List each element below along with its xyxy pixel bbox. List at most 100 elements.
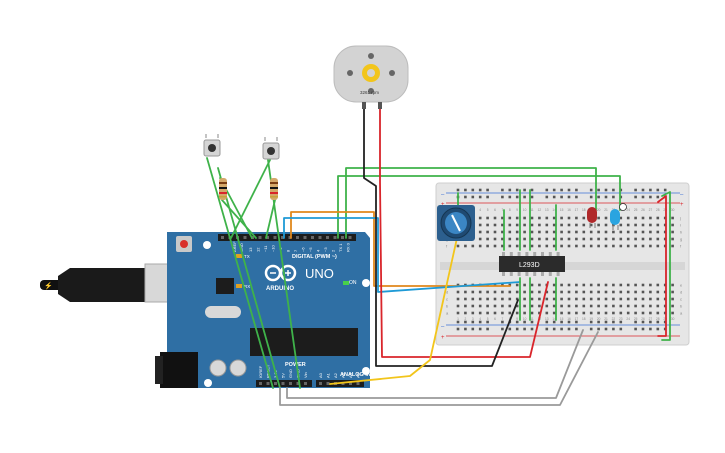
arduino-logo-icon [264,264,297,282]
column-number: 5 [487,317,489,321]
pin-label: ~11 [263,245,268,252]
pin-label: ~5 [308,247,313,252]
wire-green-button1-gnd [206,157,274,389]
column-number: 20 [597,317,601,321]
wire-gray-2 [279,331,599,406]
potentiometer [437,205,475,241]
column-number: 2 [465,317,467,321]
column-number: 26 [641,208,645,212]
pin-label: 4 [316,249,321,252]
led-blue [610,203,627,230]
column-number: 30 [671,317,675,321]
column-number: 3 [472,317,474,321]
wire-gray-1 [286,329,584,399]
pin-label: A1 [326,372,331,378]
pin-label: 13 [248,247,253,252]
row-letter: d [680,290,682,295]
column-number: 28 [656,317,660,321]
column-number: 10 [523,317,527,321]
column-number: 27 [649,208,653,212]
column-number: 17 [575,208,579,212]
column-number: 28 [656,208,660,212]
motor-rpm-readout: 3261 rpm [360,90,379,95]
tx-led-label: TX [244,254,250,259]
row-letter: g [680,237,682,242]
rail-minus-sign: – [441,192,445,198]
row-letter: f [446,244,448,249]
pin-label: A2 [333,372,338,378]
ic-label: L293D [519,262,540,269]
pin-label: RX 0 [346,242,351,252]
column-number: 17 [575,317,579,321]
column-number: 27 [649,317,653,321]
row-letter: d [446,290,448,295]
column-number: 20 [597,208,601,212]
usb-chip [216,278,234,294]
column-number: 24 [626,208,630,212]
column-number: 10 [523,208,527,212]
svg-text:–: – [441,324,445,330]
row-letter: b [446,304,449,309]
column-number: 6 [494,208,496,212]
board-model-label: UNO [305,266,334,281]
column-number: 30 [671,208,675,212]
plug-icon: ⚡ [44,281,53,290]
pin-label: AREF [232,241,237,252]
column-number: 15 [560,317,564,321]
analog-header-label: ANALOG IN [340,372,371,378]
row-letter: a [680,311,683,316]
pin-label: A3 [341,372,346,378]
column-number: 9 [516,208,518,212]
column-number: 7 [502,208,504,212]
wire-green-button2 [230,159,271,239]
motor-gear-icon [362,64,380,82]
column-number: 4 [479,208,481,212]
pin-label: 8 [286,249,291,252]
digital-header-label: DIGITAL (PWM ~) [292,254,337,260]
pin-label: Vin [303,372,308,378]
pin-label: 5V [281,373,286,378]
arduino-uno-board: ⚡ UNO [40,232,371,388]
pin-label: GND [239,243,244,252]
pin-label: ~6 [301,247,306,252]
power-header-label: POWER [285,362,306,368]
row-letter: e [680,283,683,288]
column-number: 24 [626,317,630,321]
resistor-1 [219,178,227,200]
row-letter: b [680,304,683,309]
breadboard-holes [456,188,674,331]
pin-label: ~3 [323,247,328,252]
column-number: 11 [530,208,534,212]
pin-label: A0 [318,372,323,378]
pin-label: ~10 [271,244,276,252]
rx-led-label: RX [244,284,250,289]
column-number: 11 [530,317,534,321]
row-letter: a [446,311,449,316]
column-number: 19 [589,317,593,321]
column-number: 14 [552,208,556,212]
wire-orange [290,211,511,287]
svg-text:–: – [680,192,684,198]
column-number: 18 [582,208,586,212]
wire-green-led-red [345,167,597,239]
row-letter: i [680,223,681,228]
pin-label: IOREF [258,365,263,378]
column-number: 1 [457,317,459,321]
wire-blue [283,217,521,293]
capacitor-1 [209,359,227,377]
wire-motor-red [379,107,549,358]
column-number: 7 [502,317,504,321]
column-number: 9 [516,317,518,321]
column-number: 14 [552,317,556,321]
column-number: 5 [487,208,489,212]
digital-header [218,234,356,241]
row-letter: j [679,216,681,221]
capacitor-2 [229,359,247,377]
led-red [587,207,597,228]
info-icon [619,203,627,211]
column-number: 18 [582,317,586,321]
atmega-chip [250,328,358,356]
column-number: 16 [567,317,571,321]
column-number: 13 [545,208,549,212]
crystal [205,306,241,318]
